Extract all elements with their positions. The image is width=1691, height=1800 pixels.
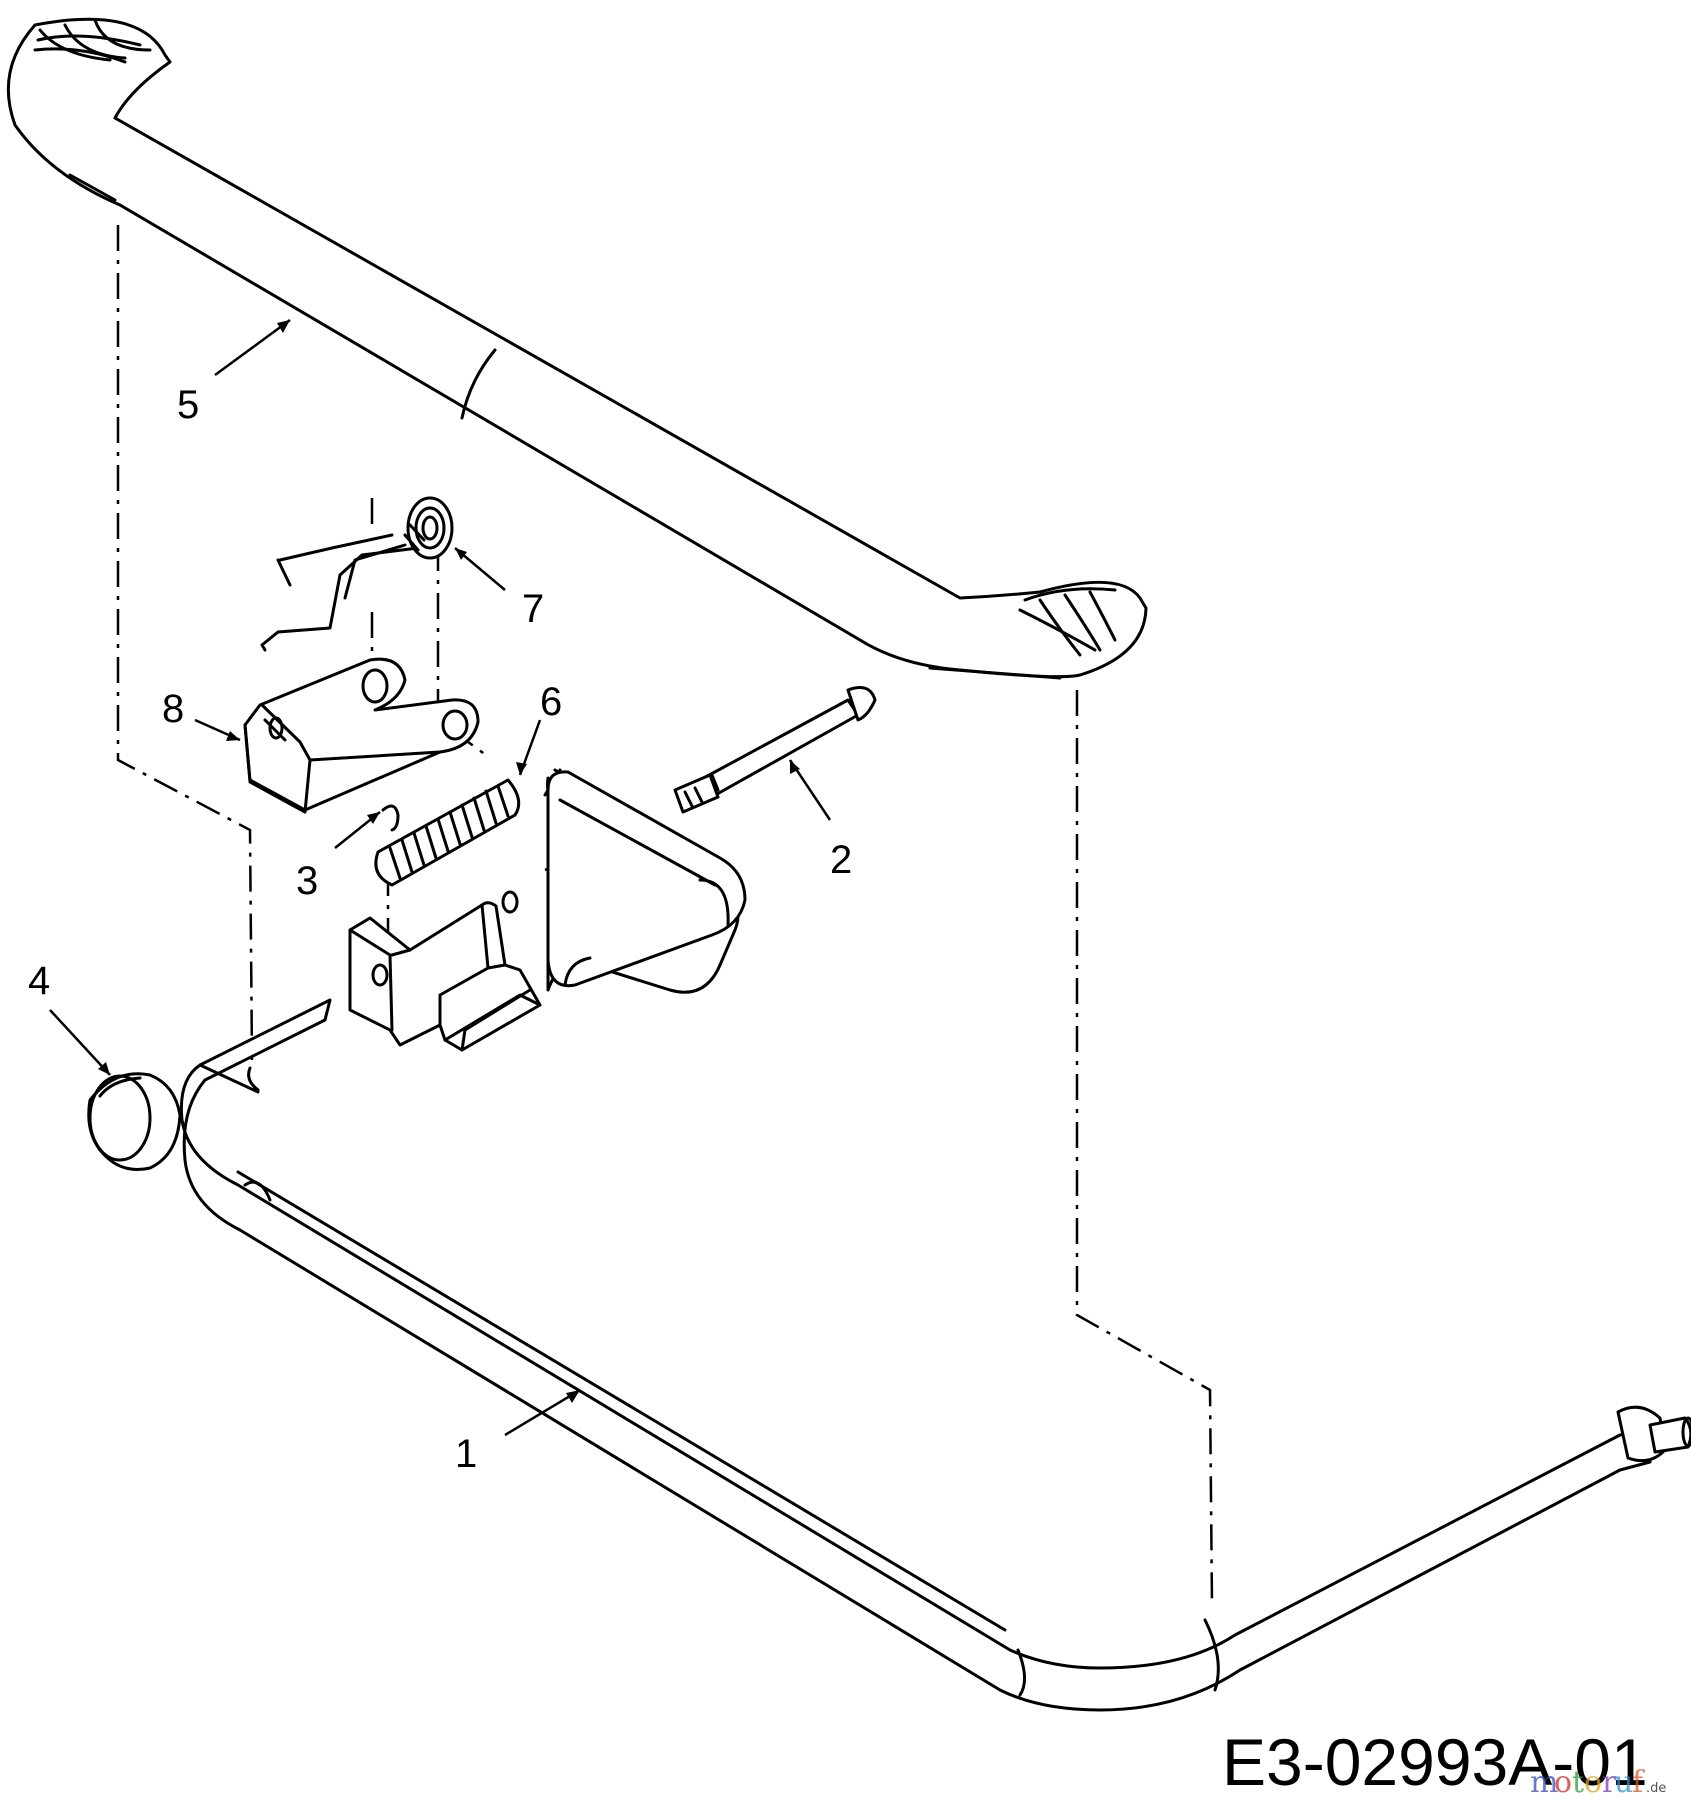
part-3-clip <box>381 804 400 832</box>
part-6-compression-spring <box>374 778 521 887</box>
watermark-letter: r <box>1602 1765 1617 1800</box>
part-7-torsion-spring <box>260 496 454 652</box>
watermark-letter: u <box>1614 1765 1633 1800</box>
callout-5: 5 <box>177 383 199 427</box>
watermark-letter: o <box>1554 1765 1572 1800</box>
part-4-end-cap <box>87 1072 182 1171</box>
callout-6: 6 <box>540 680 562 724</box>
callout-7: 7 <box>522 587 544 631</box>
watermark-letter: o <box>1584 1765 1602 1800</box>
part-5-handle-grip <box>6 17 1148 680</box>
watermark-letter: m <box>1530 1765 1558 1800</box>
part-1-frame-bar <box>179 768 1691 1712</box>
callout-labels: 1 2 3 4 5 6 7 8 <box>28 383 852 1476</box>
callout-2: 2 <box>830 838 852 882</box>
drawing-number: E3-02993A-01 <box>1222 1725 1648 1799</box>
watermark-letter: t <box>1572 1765 1584 1800</box>
callout-leaders <box>49 318 832 1437</box>
watermark-letter: f <box>1632 1765 1645 1800</box>
callout-1: 1 <box>455 1432 477 1476</box>
part-8-bracket <box>243 657 480 814</box>
callout-3: 3 <box>296 859 318 903</box>
callout-8: 8 <box>162 687 184 731</box>
watermark-suffix: .de <box>1646 1781 1666 1796</box>
part-2-pin <box>673 686 877 814</box>
callout-4: 4 <box>28 959 50 1003</box>
